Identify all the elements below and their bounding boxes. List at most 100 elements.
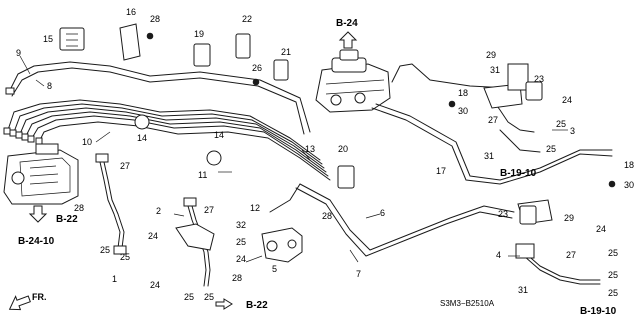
ref-b19-10-mid: B-19-10	[500, 168, 537, 179]
label-14b: 14	[214, 130, 224, 140]
label-5: 5	[272, 264, 277, 274]
bolt-28-top	[146, 32, 154, 40]
label-25-a: 25	[100, 245, 110, 255]
ref-b22-left: B-22	[56, 214, 78, 225]
label-28-bottom: 28	[232, 273, 242, 283]
diagram-code: S3M3−B2510A	[440, 299, 495, 308]
ref-b24-10: B-24-10	[18, 236, 55, 247]
bracket-23-bottom	[519, 205, 537, 225]
label-1: 1	[112, 274, 117, 284]
label-16: 16	[126, 7, 136, 17]
label-28-top: 28	[150, 14, 160, 24]
arrow-up-icon	[338, 31, 358, 49]
label-24-left: 24	[148, 231, 158, 241]
abs-modulator-unit	[3, 143, 79, 205]
label-19: 19	[194, 29, 204, 39]
label-12: 12	[250, 203, 260, 213]
ref-b19-10-bottom: B-19-10	[580, 306, 617, 317]
front-label: FR.	[32, 292, 47, 302]
label-20: 21	[281, 47, 291, 57]
label-23-top: 23	[534, 74, 544, 84]
label-31-top: 31	[490, 65, 500, 75]
clip-15	[59, 27, 85, 51]
label-3: 3	[570, 126, 575, 136]
label-9: 9	[16, 48, 21, 58]
bolt-26	[252, 78, 260, 86]
label-17: 17	[436, 166, 446, 176]
label-25-g: 25	[204, 292, 214, 302]
front-left-hose	[95, 153, 127, 255]
master-cylinder	[315, 49, 391, 113]
label-25-b: 25	[120, 252, 130, 262]
label-4: 4	[496, 250, 501, 260]
label-23-bottom: 23	[498, 209, 508, 219]
label-30-right: 30	[624, 180, 634, 190]
label-25-j: 25	[608, 288, 618, 298]
label-27-bottom: 27	[566, 250, 576, 260]
label-24-right-top: 24	[562, 95, 572, 105]
label-22: 20	[338, 144, 348, 154]
label-25-c: 25	[556, 119, 566, 129]
ref-b24-top: B-24	[336, 18, 358, 29]
grommet-14a	[134, 114, 150, 130]
label-6: 6	[380, 208, 385, 218]
clip-16	[119, 23, 141, 61]
label-26: 26	[252, 63, 262, 73]
clip-21	[235, 33, 251, 59]
reference-callouts: B-24 B-22 B-24-10 B-22 B-19-10 B-19-10	[18, 18, 617, 317]
proportioning-valve	[261, 227, 303, 263]
label-29-top: 29	[486, 50, 496, 60]
label-28-left: 28	[74, 203, 84, 213]
part-labels: 9 8 10 15 16 28 19 22 21 26 14 14 11 13 …	[16, 7, 634, 302]
label-27-left: 27	[120, 161, 130, 171]
label-18-top: 18	[458, 88, 468, 98]
front-right-hose	[175, 197, 215, 287]
right-pipes	[371, 63, 613, 185]
label-14a: 14	[137, 133, 147, 143]
front-arrow-icon	[8, 295, 31, 311]
label-13: 13	[305, 144, 315, 154]
label-25-f: 25	[184, 292, 194, 302]
label-28-mid: 28	[322, 211, 332, 221]
clip-20	[273, 59, 289, 81]
bolt-30-right	[608, 180, 616, 188]
rear-right-hose-upper	[483, 63, 535, 133]
label-31-bottom: 31	[518, 285, 528, 295]
label-18-right: 18	[624, 160, 634, 170]
label-25-mid: 25	[236, 237, 246, 247]
label-7: 7	[356, 269, 361, 279]
label-10: 10	[82, 137, 92, 147]
label-29-bottom: 29	[564, 213, 574, 223]
label-2: 2	[156, 206, 161, 216]
grommet-14b	[206, 150, 222, 166]
arrow-down-icon	[28, 205, 48, 223]
label-31-mid: 31	[484, 151, 494, 161]
ref-b22-bottom: B-22	[246, 300, 268, 311]
arrow-right-icon	[215, 298, 233, 310]
label-25-i: 25	[608, 270, 618, 280]
junction-22	[337, 165, 355, 189]
bolt-30-top	[448, 100, 456, 108]
label-11: 11	[198, 170, 207, 180]
rear-pipes	[269, 183, 515, 257]
pipe-end-fittings-left	[3, 87, 43, 145]
label-15: 15	[43, 34, 53, 44]
label-32: 32	[236, 220, 246, 230]
label-30-top: 30	[458, 106, 468, 116]
label-25-d: 25	[546, 144, 556, 154]
label-24-right-bottom: 24	[596, 224, 606, 234]
clips-and-brackets	[59, 23, 616, 225]
leader-lines	[19, 55, 568, 263]
front-direction-indicator: FR.	[8, 292, 47, 311]
label-25-h: 25	[608, 248, 618, 258]
label-24-mid: 24	[236, 254, 246, 264]
clip-19	[193, 43, 211, 67]
label-8: 8	[47, 81, 52, 91]
label-27-right: 27	[488, 115, 498, 125]
label-24-low: 24	[150, 280, 160, 290]
bracket-23-top	[525, 81, 543, 101]
label-27-mid: 27	[204, 205, 214, 215]
label-21: 22	[242, 14, 252, 24]
